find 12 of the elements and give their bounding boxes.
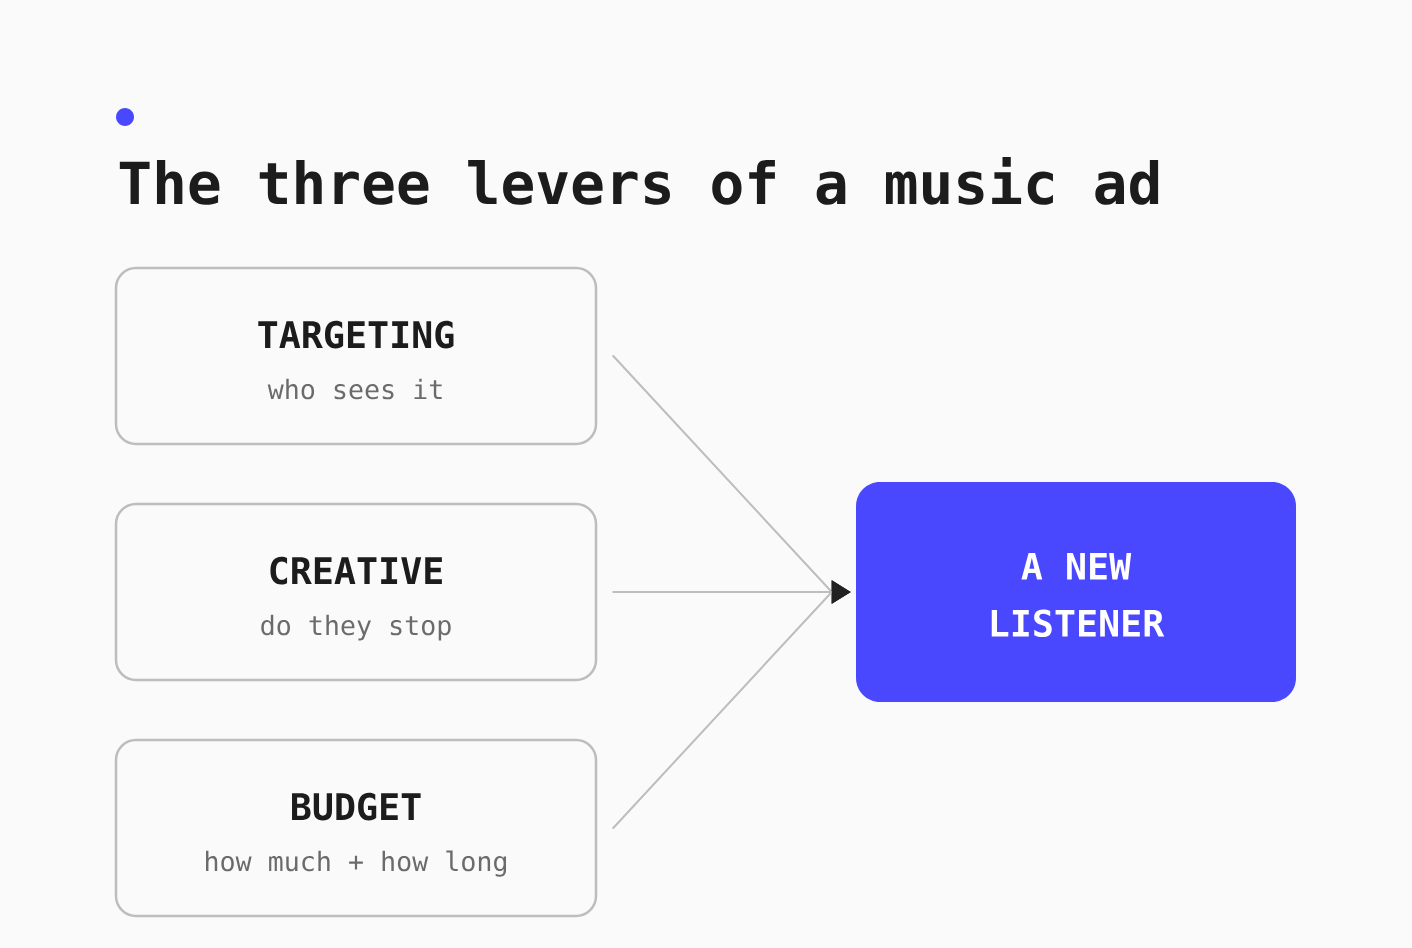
- lever-box: [114, 266, 598, 446]
- goal-label: A NEW LISTENER: [991, 552, 1165, 638]
- goal-box: [856, 482, 1296, 702]
- lever-box: [114, 502, 598, 682]
- box-subtitle: who sees it: [267, 378, 442, 400]
- box-subtitle: do they stop: [261, 614, 451, 641]
- title: The three levers of a music ad: [119, 156, 1159, 205]
- box-title: CREATIVE: [270, 556, 442, 585]
- box-title: BUDGET: [292, 792, 421, 821]
- box-subtitle: how much + how long: [206, 850, 506, 877]
- lever-box: [114, 738, 598, 918]
- box-title: TARGETING: [258, 320, 454, 349]
